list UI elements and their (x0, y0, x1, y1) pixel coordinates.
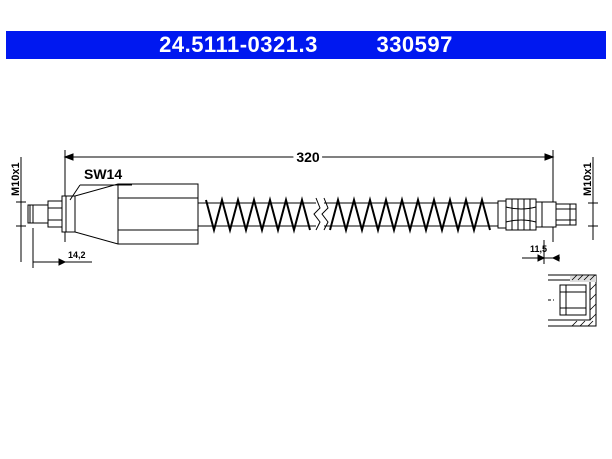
port-detail-view (548, 274, 597, 327)
reference-number: 330597 (376, 32, 453, 57)
left-thread-label: M10x1 (10, 162, 22, 196)
right-thread-label: M10x1 (582, 162, 594, 196)
right-fitting (497, 198, 577, 231)
wrench-size-label: SW14 (84, 166, 122, 182)
length-arrow-left (63, 153, 74, 161)
protection-spring-left (205, 196, 311, 234)
protection-spring-right (329, 196, 491, 234)
right-offset-label: 11,5 (530, 244, 547, 254)
title-bar: 24.5111-0321.3 330597 (6, 31, 606, 59)
left-offset-label: 14,2 (68, 250, 86, 260)
part-number: 24.5111-0321.3 (159, 32, 318, 57)
port-hatching (571, 274, 597, 327)
left-fitting (27, 183, 199, 245)
length-arrow-right (544, 153, 555, 161)
length-label: 320 (296, 149, 320, 165)
